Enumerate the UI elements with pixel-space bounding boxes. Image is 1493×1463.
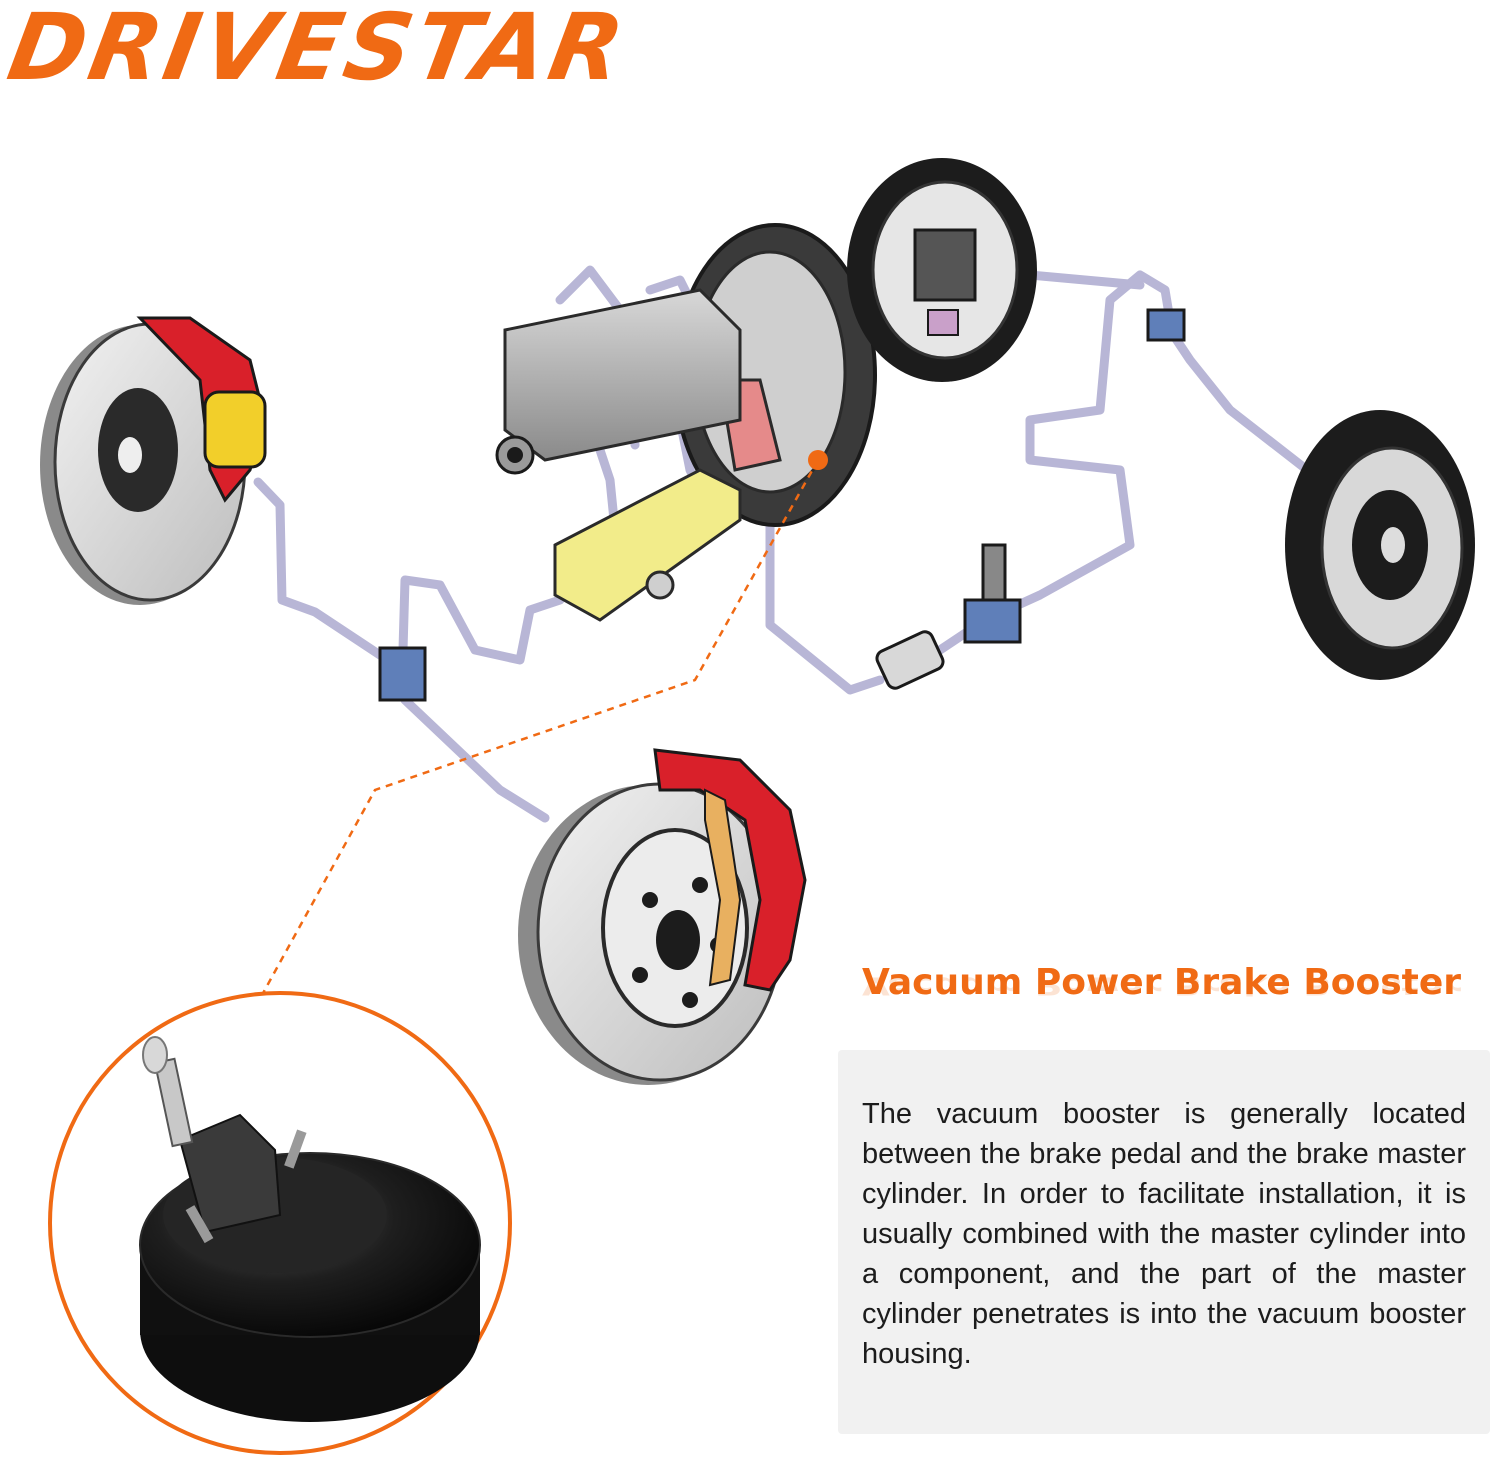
description-box: The vacuum booster is generally located …	[838, 1050, 1490, 1434]
front-right-caliper-bracket	[704, 788, 742, 987]
front-right-lug-5	[642, 892, 658, 908]
rear-axle-junction	[1146, 308, 1186, 342]
brake-line-rear-right-drum	[1165, 325, 1325, 485]
rear-hose-fitting	[875, 630, 945, 690]
master-cylinder-port-inner	[507, 447, 523, 463]
front-right-disc-brake	[518, 748, 807, 1085]
brake-line-rear-cross	[935, 270, 1175, 655]
rear-junction-block	[963, 598, 1022, 644]
brand-logo: DRIVESTAR	[0, 0, 635, 101]
master-cylinder-assembly	[495, 223, 877, 622]
rear-left-drum-brake	[847, 158, 1037, 382]
rear-right-drum-brake	[1285, 410, 1475, 680]
rear-left-cylinder	[927, 309, 959, 336]
valve-bolt	[645, 570, 675, 600]
brake-line-junction-valve	[398, 575, 565, 665]
rear-right-hub-hole	[1381, 527, 1405, 563]
rear-left-drum-center	[913, 228, 977, 302]
front-right-lug-1	[692, 877, 708, 893]
front-right-lug-3	[682, 992, 698, 1008]
proportioning-valve	[553, 468, 742, 622]
booster-stud-1	[284, 1129, 307, 1169]
front-left-hub-hole	[118, 437, 142, 473]
rear-bleed-valve	[981, 543, 1007, 602]
callout-line	[260, 459, 820, 996]
feature-title-reflection: Vacuum Power Brake Booster	[862, 971, 1462, 1000]
front-left-caliper-piston	[203, 390, 267, 469]
brake-line-front-right	[400, 695, 550, 823]
master-cylinder-body	[503, 288, 742, 462]
front-right-lug-4	[632, 967, 648, 983]
front-right-hub-hole	[656, 910, 700, 970]
feature-title: Vacuum Power Brake Booster	[862, 962, 1462, 1003]
front-left-disc-brake	[40, 316, 267, 605]
booster-stud-2	[185, 1205, 214, 1244]
booster-photo-callout	[48, 991, 512, 1455]
booster-pushrod-clevis	[142, 1036, 168, 1074]
brake-line-front-left	[253, 477, 400, 670]
description-text: The vacuum booster is generally located …	[862, 1098, 1466, 1370]
front-right-caliper	[653, 748, 807, 992]
left-junction-block	[378, 646, 427, 702]
